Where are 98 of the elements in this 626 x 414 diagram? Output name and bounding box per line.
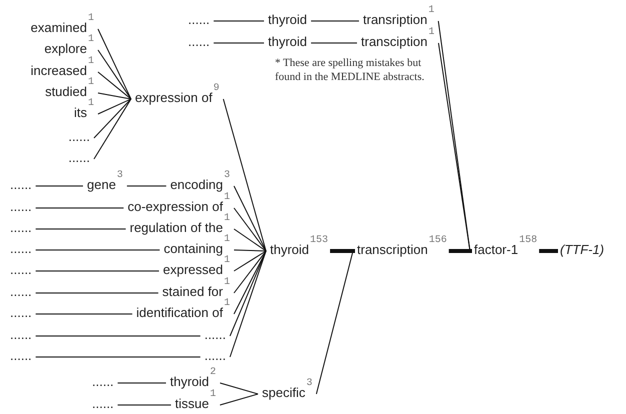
connector-line: [35, 356, 201, 358]
count-label: 3: [116, 171, 123, 181]
count-label: 1: [88, 78, 94, 88]
tree-word: ......: [10, 284, 32, 300]
tree-word: ......: [10, 327, 32, 343]
connector-line: [234, 250, 266, 294]
connector-line: [35, 270, 160, 272]
tree-word: encoding: [170, 177, 223, 193]
tree-word: ......: [204, 327, 226, 343]
tree-word: its: [74, 105, 87, 121]
tree-word: thyroid: [270, 242, 310, 258]
tree-word: (TTF-1): [560, 242, 604, 258]
tree-word: ......: [10, 262, 32, 278]
tree-word: co-expression of: [128, 199, 223, 215]
connector-line: [448, 249, 472, 253]
tree-word: ......: [10, 348, 32, 364]
connector-line: [310, 20, 360, 22]
count-label: 2: [210, 368, 216, 378]
count-label: 1: [224, 256, 230, 266]
connector-line: [234, 250, 266, 314]
tree-word: increased: [30, 63, 87, 79]
tree-word: identification of: [136, 305, 223, 321]
tree-word: ......: [10, 241, 32, 257]
tree-word: thyroid: [268, 34, 308, 50]
connector-line: [98, 50, 132, 100]
connector-line: [230, 250, 266, 336]
count-label: 1: [88, 57, 94, 67]
connector-line: [98, 28, 132, 100]
tree-word: ......: [188, 34, 210, 50]
count-label: 1: [428, 28, 434, 38]
connector-line: [310, 42, 358, 44]
connector-line: [94, 98, 132, 160]
count-label: 9: [213, 84, 220, 94]
tree-word: transription: [363, 12, 428, 28]
tree-word: transciption: [361, 34, 428, 50]
connector-line: [219, 394, 258, 406]
count-label: 1: [88, 99, 94, 109]
count-label: 158: [519, 236, 538, 246]
connector-line: [98, 98, 132, 114]
count-label: 1: [224, 278, 230, 288]
tree-word: ......: [10, 305, 32, 321]
connector-line: [222, 98, 266, 252]
count-label: 1: [224, 235, 230, 245]
count-label: 3: [224, 171, 230, 181]
tree-word: stained for: [162, 284, 223, 300]
count-label: 1: [210, 390, 216, 400]
tree-word: ......: [188, 12, 210, 28]
connector-line: [234, 250, 266, 252]
connector-line: [234, 250, 266, 272]
connector-line: [220, 382, 258, 394]
connector-line: [213, 20, 264, 22]
connector-line: [213, 42, 264, 44]
count-label: 153: [310, 236, 328, 246]
count-label: 1: [88, 14, 94, 24]
tree-word: expression of: [135, 90, 212, 106]
tree-word: thyroid: [170, 374, 210, 390]
count-label: 156: [428, 236, 447, 246]
tree-word: ......: [92, 374, 114, 390]
connector-line: [35, 228, 126, 230]
tree-word: ......: [10, 220, 32, 236]
tree-word: ......: [204, 348, 226, 364]
count-label: 1: [88, 35, 94, 45]
tree-word: tissue: [175, 396, 209, 412]
tree-word: ......: [10, 177, 32, 193]
connector-line: [330, 249, 355, 253]
tree-word: factor-1: [474, 242, 518, 258]
connector-line: [316, 250, 354, 394]
count-label: 1: [224, 193, 230, 203]
tree-word: gene: [87, 177, 116, 193]
connector-line: [98, 72, 132, 100]
connector-line: [117, 382, 166, 384]
connector-line: [35, 292, 159, 294]
tree-word: expressed: [163, 262, 223, 278]
tree-word: ......: [68, 150, 90, 166]
tree-word: explore: [44, 41, 87, 57]
connector-line: [234, 228, 266, 252]
tree-word: containing: [164, 241, 223, 257]
connector-line: [234, 186, 266, 252]
tree-word: ......: [68, 129, 90, 145]
tree-word: transcription: [357, 242, 428, 258]
connector-line: [94, 98, 132, 138]
tree-word: regulation of the: [130, 220, 223, 236]
tree-word: ......: [92, 396, 114, 412]
connector-line: [539, 249, 558, 253]
tree-word: thyroid: [268, 12, 308, 28]
connector-line: [234, 208, 266, 252]
tree-word: studied: [45, 84, 87, 100]
count-label: 1: [224, 299, 230, 309]
connector-line: [98, 92, 132, 100]
tree-word: ......: [10, 199, 32, 215]
footnote: * These are spelling mistakes but found in the MEDLINE abstracts.: [275, 56, 426, 84]
count-label: 3: [306, 379, 312, 389]
tree-word: examined: [30, 20, 87, 36]
tree-word: specific: [262, 385, 306, 401]
count-label: 1: [224, 214, 230, 224]
count-label: 1: [428, 6, 434, 16]
connector-line: [230, 250, 266, 358]
connector-line: [117, 404, 172, 406]
